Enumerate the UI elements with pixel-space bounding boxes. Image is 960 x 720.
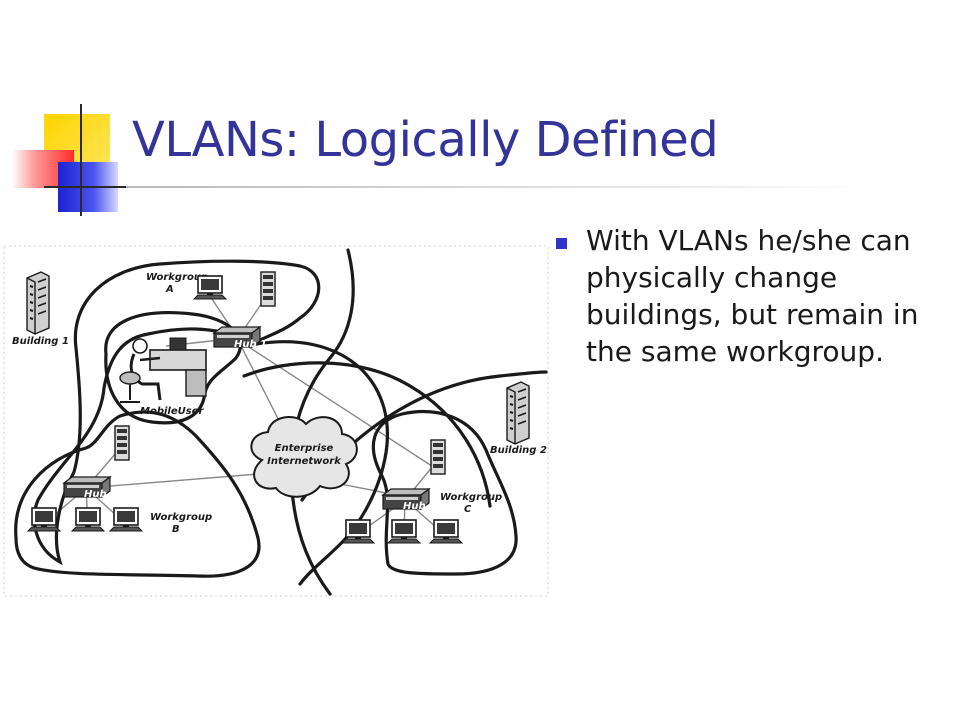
workgroup-b-pc-icon-1 — [27, 507, 61, 532]
hub-1-label: Hub 1 — [234, 339, 267, 350]
workgroup-c-label-line2: C — [464, 504, 472, 515]
workgroup-a-label-line2: A — [165, 284, 174, 295]
workgroup-c-label-line1: Workgroup — [440, 492, 502, 503]
hatched-border — [3, 245, 549, 597]
vlan-network-diagram: Enterprise Internetwork Building 1 Build… — [3, 245, 549, 597]
workgroup-c-pc-icon-3 — [429, 519, 463, 544]
cloud-label-line2: Internetwork — [267, 456, 342, 467]
workgroup-a-label-line1: Workgroup — [146, 272, 208, 283]
workgroup-c-server-icon — [430, 439, 446, 475]
workgroup-b-boundary — [14, 410, 261, 578]
mobile-user-boundary — [104, 311, 243, 425]
title-underline — [126, 186, 866, 188]
cloud-enterprise-internetwork: Enterprise Internetwork — [250, 416, 358, 498]
mobile-user-label: MobileUser — [140, 406, 204, 417]
hub-3-label: Hub 3 — [403, 501, 436, 512]
building-1-label: Building 1 — [12, 336, 69, 347]
building-2-icon — [506, 381, 530, 445]
building-2-label: Building 2 — [490, 445, 547, 456]
decor-vertical-line — [80, 104, 82, 216]
workgroup-b-server-icon — [114, 425, 130, 461]
crossing-line-2 — [254, 340, 389, 586]
workgroup-a-server-icon — [260, 271, 276, 307]
crossing-line-3 — [242, 361, 492, 508]
workgroup-c-pc-icon-1 — [341, 519, 375, 544]
workgroup-c-pc-icon-2 — [387, 519, 421, 544]
hub-2-label: Hub 2 — [84, 489, 117, 500]
workgroup-b-pc-icon-3 — [109, 507, 143, 532]
workgroup-b-label-line2: B — [172, 524, 180, 535]
workgroup-a-pc-icon — [193, 275, 227, 300]
mobile-user-icon — [119, 337, 207, 403]
slide-title: VLANs: Logically Defined — [132, 112, 719, 168]
building-1-icon — [26, 271, 50, 335]
cloud-label-line1: Enterprise — [275, 443, 334, 454]
workgroup-b-label-line1: Workgroup — [150, 512, 212, 523]
bullet-square-icon — [556, 238, 567, 249]
workgroup-b-pc-icon-2 — [71, 507, 105, 532]
bullet-text: With VLANs he/she can physically change … — [586, 224, 919, 368]
